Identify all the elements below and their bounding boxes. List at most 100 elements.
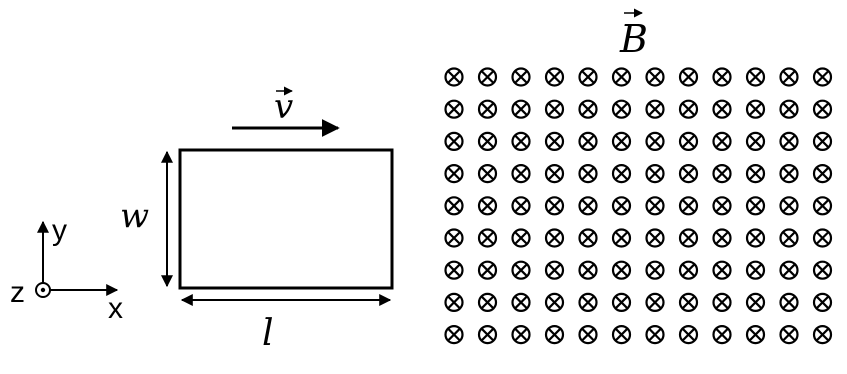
- field-into-page-icon: [511, 67, 531, 87]
- field-into-page-icon: [779, 196, 799, 216]
- field-into-page-icon: [444, 164, 464, 184]
- field-into-page-icon: [645, 164, 665, 184]
- field-into-page-icon: [578, 228, 598, 248]
- field-into-page-icon: [712, 131, 732, 151]
- field-into-page-icon: [611, 131, 632, 151]
- field-into-page-icon: [578, 99, 598, 119]
- field-into-page-icon: [812, 260, 833, 280]
- field-into-page-icon: [444, 325, 464, 345]
- width-dimension: w: [120, 150, 173, 288]
- velocity-vector: v: [232, 86, 340, 137]
- field-into-page-icon: [611, 228, 632, 248]
- length-label: l: [262, 313, 274, 354]
- field-into-page-icon: [611, 325, 632, 345]
- field-into-page-icon: [779, 99, 799, 119]
- field-into-page-icon: [745, 228, 766, 248]
- field-into-page-icon: [712, 325, 732, 345]
- field-into-page-icon: [712, 67, 732, 87]
- field-into-page-icon: [812, 67, 833, 87]
- axis-x-label: x: [108, 292, 123, 325]
- field-into-page-icon: [444, 99, 464, 119]
- field-into-page-icon: [511, 99, 531, 119]
- field-into-page-icon: [511, 164, 531, 184]
- field-into-page-icon: [477, 196, 498, 216]
- field-into-page-icon: [779, 67, 799, 87]
- field-into-page-icon: [712, 196, 732, 216]
- magnetic-field-label: B: [619, 17, 648, 61]
- rectangular-loop: [178, 148, 394, 290]
- field-into-page-icon: [511, 292, 531, 312]
- field-into-page-icon: [544, 131, 565, 151]
- field-into-page-icon: [477, 292, 498, 312]
- field-into-page-icon: [645, 67, 665, 87]
- field-into-page-icon: [511, 131, 531, 151]
- field-into-page-icon: [678, 131, 699, 151]
- field-into-page-icon: [712, 292, 732, 312]
- field-into-page-icon: [779, 131, 799, 151]
- field-into-page-icon: [712, 99, 732, 119]
- field-into-page-icon: [645, 325, 665, 345]
- magnetic-field-region: [444, 67, 833, 345]
- field-into-page-icon: [678, 99, 699, 119]
- field-into-page-icon: [477, 67, 498, 87]
- field-into-page-icon: [544, 196, 565, 216]
- field-into-page-icon: [745, 325, 766, 345]
- field-into-page-icon: [611, 292, 632, 312]
- field-into-page-icon: [477, 260, 498, 280]
- field-into-page-icon: [678, 164, 699, 184]
- field-into-page-icon: [578, 292, 598, 312]
- field-into-page-icon: [611, 67, 632, 87]
- field-into-page-icon: [544, 228, 565, 248]
- field-into-page-icon: [544, 67, 565, 87]
- field-into-page-icon: [477, 228, 498, 248]
- field-into-page-icon: [678, 228, 699, 248]
- field-into-page-icon: [645, 260, 665, 280]
- field-into-page-icon: [477, 99, 498, 119]
- field-into-page-icon: [678, 67, 699, 87]
- field-into-page-icon: [779, 164, 799, 184]
- field-into-page-icon: [611, 260, 632, 280]
- field-into-page-icon: [678, 325, 699, 345]
- field-into-page-icon: [578, 325, 598, 345]
- field-into-page-icon: [645, 228, 665, 248]
- magnetic-field-label-group: B: [619, 8, 648, 61]
- field-into-page-icon: [511, 196, 531, 216]
- field-into-page-icon: [645, 131, 665, 151]
- field-into-page-icon: [712, 164, 732, 184]
- coordinate-axes: y x z: [10, 214, 123, 325]
- field-into-page-icon: [511, 228, 531, 248]
- field-into-page-icon: [444, 196, 464, 216]
- field-into-page-icon: [779, 292, 799, 312]
- field-into-page-icon: [712, 260, 732, 280]
- field-into-page-icon: [444, 67, 464, 87]
- field-into-page-icon: [812, 99, 833, 119]
- field-into-page-icon: [544, 99, 565, 119]
- field-into-page-icon: [812, 325, 833, 345]
- field-into-page-icon: [544, 164, 565, 184]
- field-into-page-icon: [712, 228, 732, 248]
- field-into-page-icon: [444, 260, 464, 280]
- field-into-page-icon: [678, 260, 699, 280]
- width-label: w: [120, 196, 149, 236]
- field-into-page-icon: [544, 325, 565, 345]
- field-into-page-icon: [511, 260, 531, 280]
- field-into-page-icon: [578, 67, 598, 87]
- field-into-page-icon: [745, 260, 766, 280]
- field-into-page-icon: [578, 260, 598, 280]
- field-into-page-icon: [678, 292, 699, 312]
- field-into-page-icon: [779, 325, 799, 345]
- field-into-page-icon: [812, 228, 833, 248]
- field-into-page-icon: [578, 196, 598, 216]
- field-into-page-icon: [812, 196, 833, 216]
- field-into-page-icon: [745, 196, 766, 216]
- field-into-page-icon: [444, 292, 464, 312]
- field-into-page-icon: [477, 131, 498, 151]
- axis-y-label: y: [52, 214, 67, 247]
- field-into-page-icon: [544, 260, 565, 280]
- field-into-page-icon: [745, 292, 766, 312]
- field-into-page-icon: [812, 131, 833, 151]
- velocity-label: v: [274, 87, 293, 127]
- field-into-page-icon: [745, 67, 766, 87]
